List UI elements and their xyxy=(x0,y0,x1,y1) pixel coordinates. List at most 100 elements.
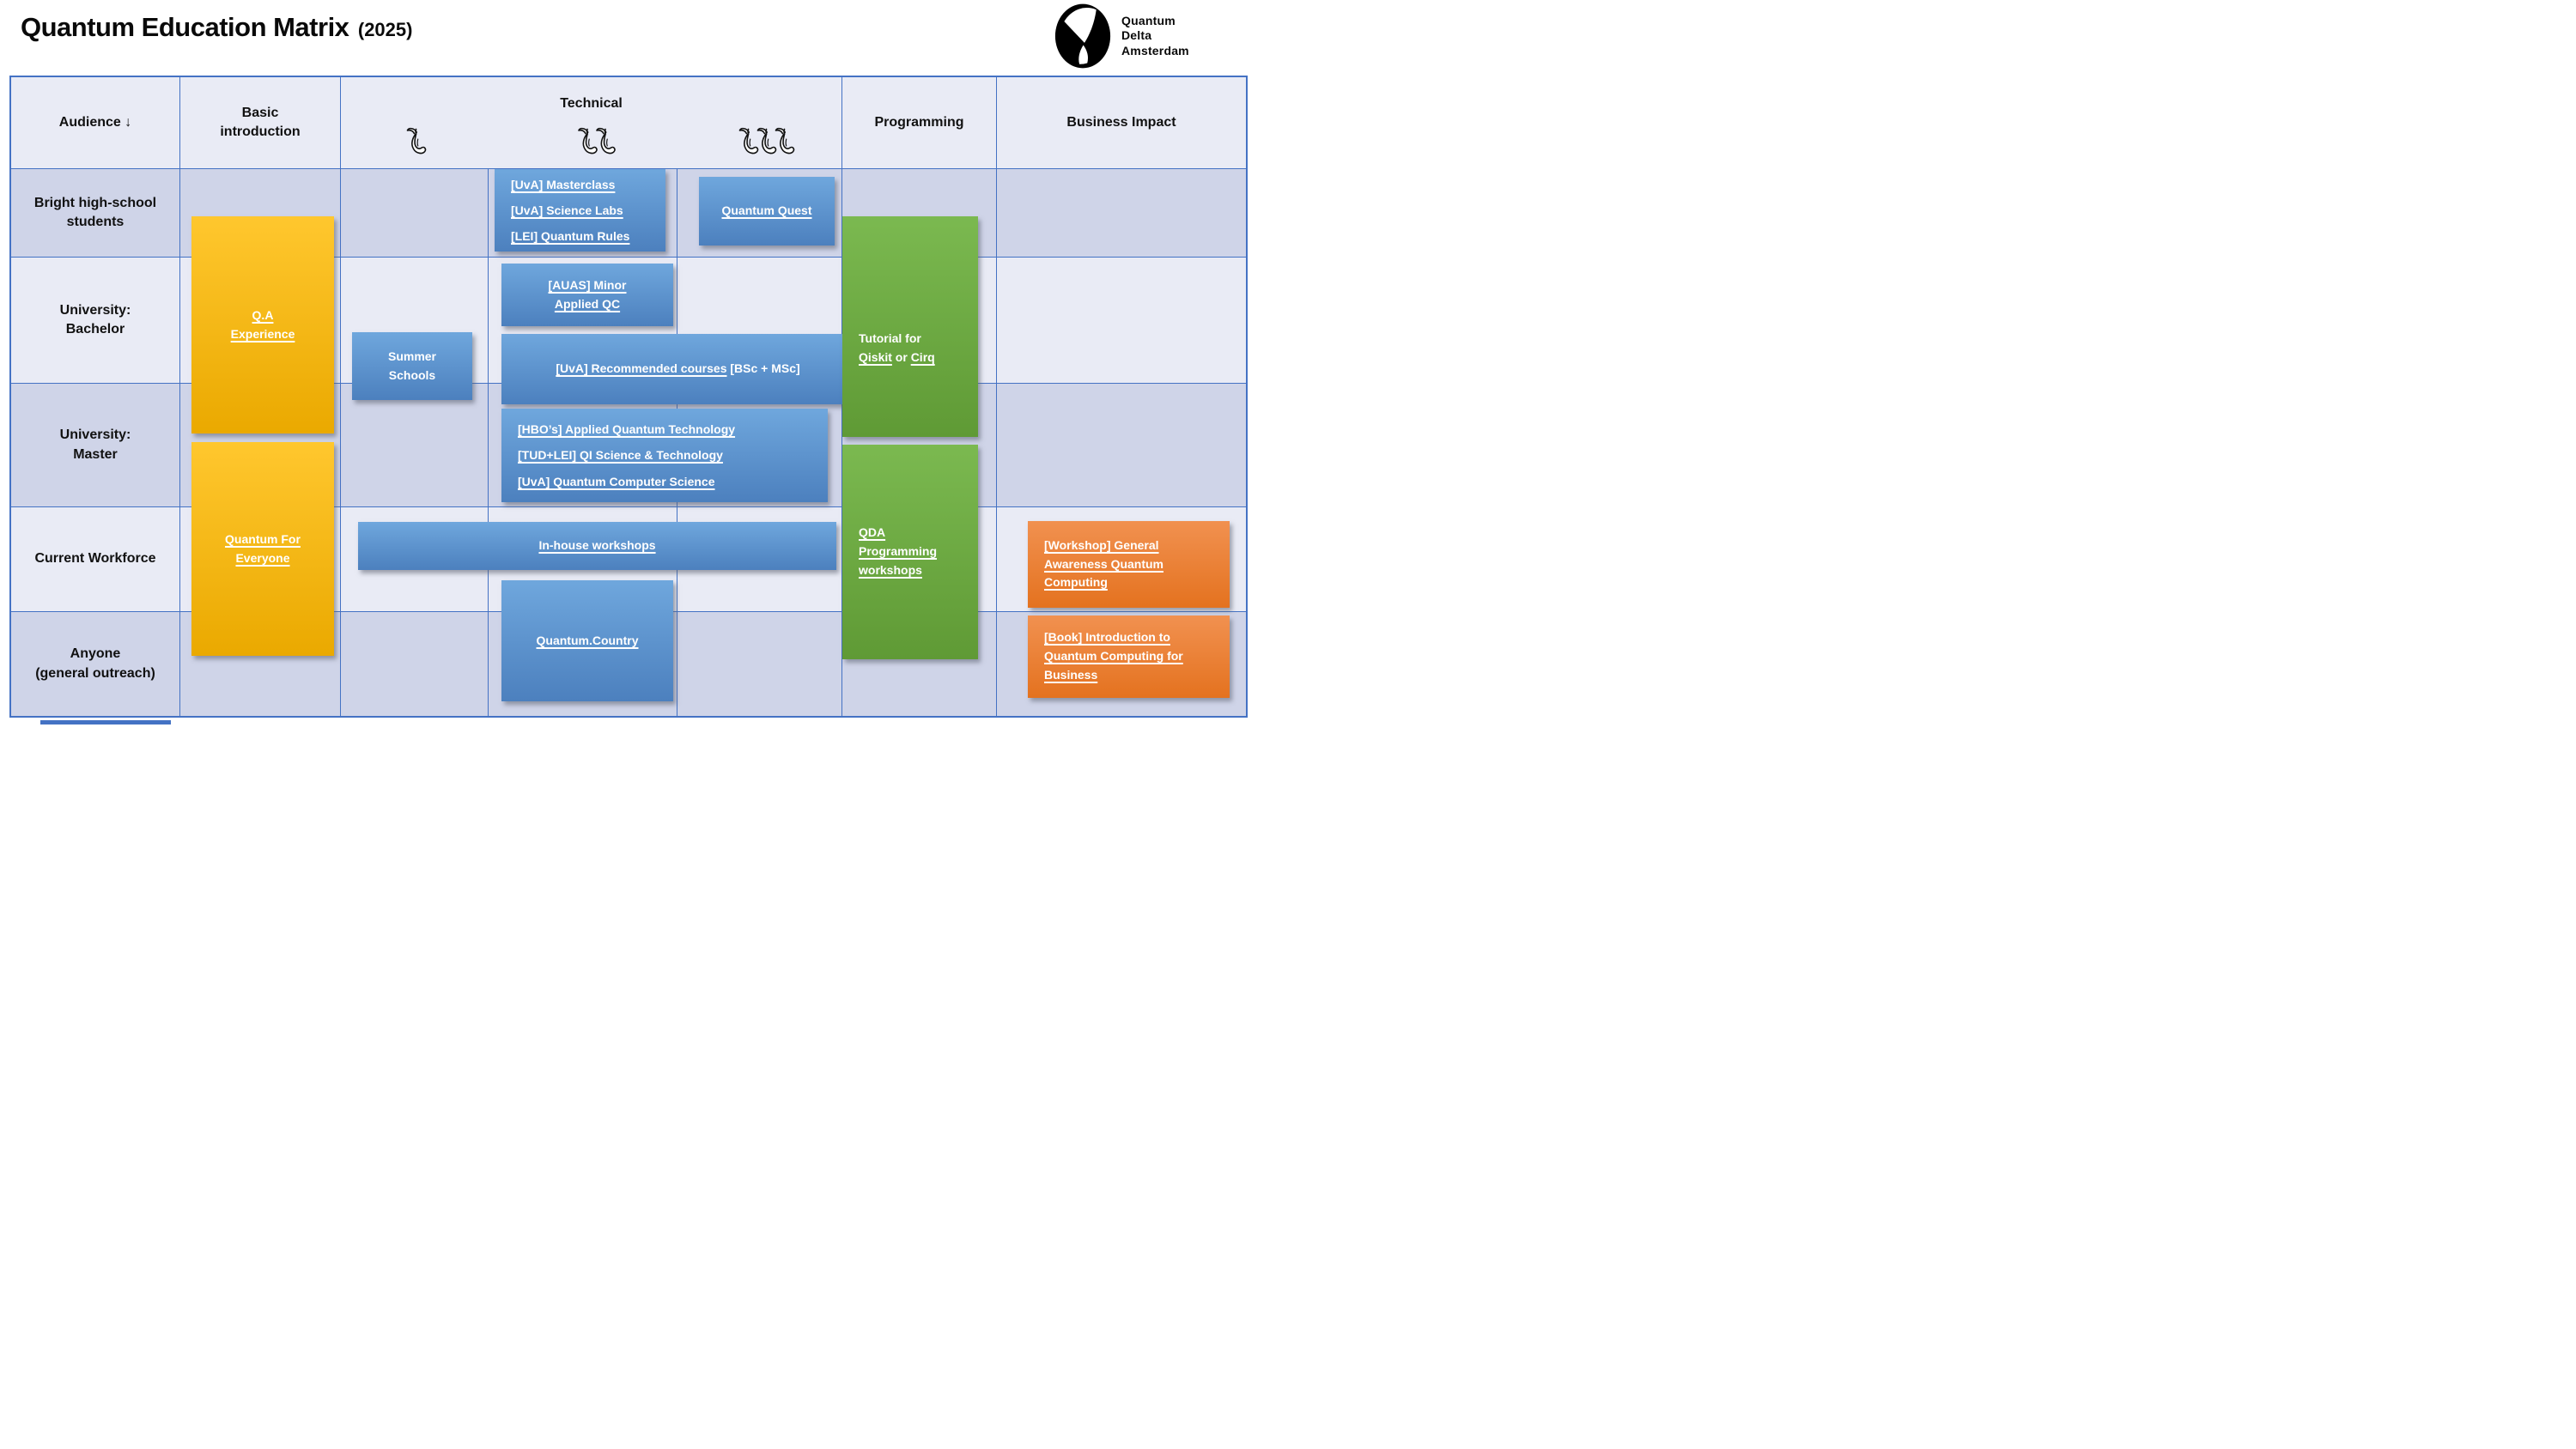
link-text: Experience xyxy=(230,326,295,341)
link-text: Q.A xyxy=(252,307,274,322)
link-text: Awareness Quantum xyxy=(1044,556,1164,571)
plain-text: Schools xyxy=(388,367,436,382)
link-text: Business xyxy=(1044,667,1098,682)
link-text: [UvA] Recommended courses xyxy=(556,361,727,376)
box-line: workshops xyxy=(859,561,922,580)
cell-row2-business-impact xyxy=(997,258,1246,384)
box-line: QDA xyxy=(859,524,885,543)
page-title: Quantum Education Matrix (2025) xyxy=(21,12,412,43)
box-line: Summer xyxy=(388,348,436,367)
box-line: Awareness Quantum xyxy=(1044,555,1163,574)
uva-masterclass-group-box[interactable]: [UvA] Masterclass [UvA] Science Labs [LEI]… xyxy=(495,169,665,252)
link-text: Qiskit xyxy=(859,349,892,364)
cell-row3-business-impact xyxy=(997,384,1246,507)
row-label-anyone: Anyone (general outreach) xyxy=(11,612,180,716)
spice-level-2-icon xyxy=(578,125,618,155)
box-line: [UvA] Masterclass xyxy=(511,172,615,197)
cell-row1-technical-1 xyxy=(341,169,489,258)
link-text: Applied QC xyxy=(554,296,621,311)
qa-experience-box[interactable]: Q.A Experience xyxy=(191,216,334,433)
uva-recommended-box[interactable]: [UvA] Recommended courses [BSc + MSc] xyxy=(501,334,854,404)
box-line: Applied QC xyxy=(555,295,620,314)
chili-pepper-icon xyxy=(406,127,427,155)
chili-pepper-icon xyxy=(756,127,777,155)
quantum-quest-box[interactable]: Quantum Quest xyxy=(699,177,835,246)
master-programs-group-box[interactable]: [HBO’s] Applied Quantum Technology [TUD+L… xyxy=(501,409,828,502)
chili-pepper-icon xyxy=(578,127,598,155)
spice-level-3-icon xyxy=(738,125,797,155)
link-text: Quantum Computing for xyxy=(1044,649,1183,664)
box-line: Quantum For xyxy=(225,530,301,549)
link-text: Programming xyxy=(859,544,938,559)
chili-pepper-icon xyxy=(596,127,616,155)
row-label-bright-high-school: Bright high-school students xyxy=(11,169,180,258)
box-line: [TUD+LEI] QI Science & Technology xyxy=(518,442,723,468)
box-line: Quantum.Country xyxy=(537,632,639,651)
box-line: Everyone xyxy=(235,549,289,568)
box-line: [UvA] Quantum Computer Science xyxy=(518,469,714,494)
link-text: Quantum For xyxy=(225,531,301,546)
box-line: [Workshop] General xyxy=(1044,537,1159,555)
qda-logo-icon xyxy=(1054,3,1111,69)
header-business-impact: Business Impact xyxy=(997,77,1246,169)
link-text: [Workshop] General xyxy=(1044,537,1159,552)
cell-row5-technical-3 xyxy=(677,612,842,716)
box-line: [Book] Introduction to xyxy=(1044,628,1170,647)
page-title-year: (2025) xyxy=(357,19,413,40)
box-line: Programming xyxy=(859,543,937,561)
link-text: Cirq xyxy=(910,349,935,364)
link-text: [TUD+LEI] QI Science & Technology xyxy=(518,448,723,463)
chili-pepper-icon xyxy=(775,127,795,155)
box-line: [HBO’s] Applied Quantum Technology xyxy=(518,416,735,442)
link-text: [UvA] Science Labs xyxy=(511,203,623,217)
header-programming: Programming xyxy=(842,77,997,169)
link-text: [HBO’s] Applied Quantum Technology xyxy=(518,422,736,437)
link-text: workshops xyxy=(859,562,922,577)
link-text: Quantum Quest xyxy=(721,203,812,218)
cell-row3-technical-1 xyxy=(341,384,489,507)
row-label-university-: University: Master xyxy=(11,384,180,507)
box-line: [UvA] Science Labs xyxy=(511,197,623,223)
box-line: Schools xyxy=(389,367,435,385)
box-line: Quantum Computing for xyxy=(1044,647,1183,666)
plain-text: [BSc + MSc] xyxy=(726,361,800,376)
chili-pepper-icon xyxy=(738,127,759,155)
cell-row1-business-impact xyxy=(997,169,1246,258)
link-text: QDA xyxy=(859,525,886,540)
cell-row5-technical-1 xyxy=(341,612,489,716)
link-text: Computing xyxy=(1044,575,1108,590)
qda-programming-workshops-box[interactable]: QDA Programming workshops xyxy=(842,445,978,659)
box-line: [AUAS] Minor xyxy=(549,276,627,295)
box-line: Business xyxy=(1044,666,1097,685)
box-line: [UvA] Recommended courses [BSc + MSc] xyxy=(556,360,799,379)
header-basic-introduction: Basic introduction xyxy=(180,77,341,169)
bottom-edge-artifact xyxy=(40,720,171,724)
row-label-university-: University: Bachelor xyxy=(11,258,180,384)
spice-level-1-icon xyxy=(406,125,428,155)
box-line: [LEI] Quantum Rules xyxy=(511,223,629,249)
link-text: [Book] Introduction to xyxy=(1044,630,1170,645)
logo-text: Quantum Delta Amsterdam xyxy=(1121,14,1189,58)
box-line: Tutorial for xyxy=(859,330,921,349)
header-audience: Audience ↓ xyxy=(11,77,180,169)
plain-text: Tutorial for xyxy=(859,331,921,345)
plain-text: or xyxy=(891,349,911,364)
link-text: Everyone xyxy=(235,550,290,565)
box-line: Computing xyxy=(1044,573,1108,592)
slide: Quantum Education Matrix (2025) Quantum … xyxy=(0,0,1288,724)
link-text: [UvA] Quantum Computer Science xyxy=(518,474,715,488)
quantum-country-box[interactable]: Quantum.Country xyxy=(501,580,673,701)
book-intro-qc-business-box[interactable]: [Book] Introduction to Quantum Computing … xyxy=(1028,615,1230,698)
page-title-text: Quantum Education Matrix xyxy=(21,12,349,42)
in-house-workshops-box[interactable]: In-house workshops xyxy=(358,522,836,570)
box-line: Experience xyxy=(231,325,295,344)
box-line: Q.A xyxy=(252,306,274,325)
header-technical: Technical xyxy=(341,77,842,169)
qda-logo: Quantum Delta Amsterdam xyxy=(1054,3,1189,69)
row-label-current-workforce: Current Workforce xyxy=(11,507,180,612)
